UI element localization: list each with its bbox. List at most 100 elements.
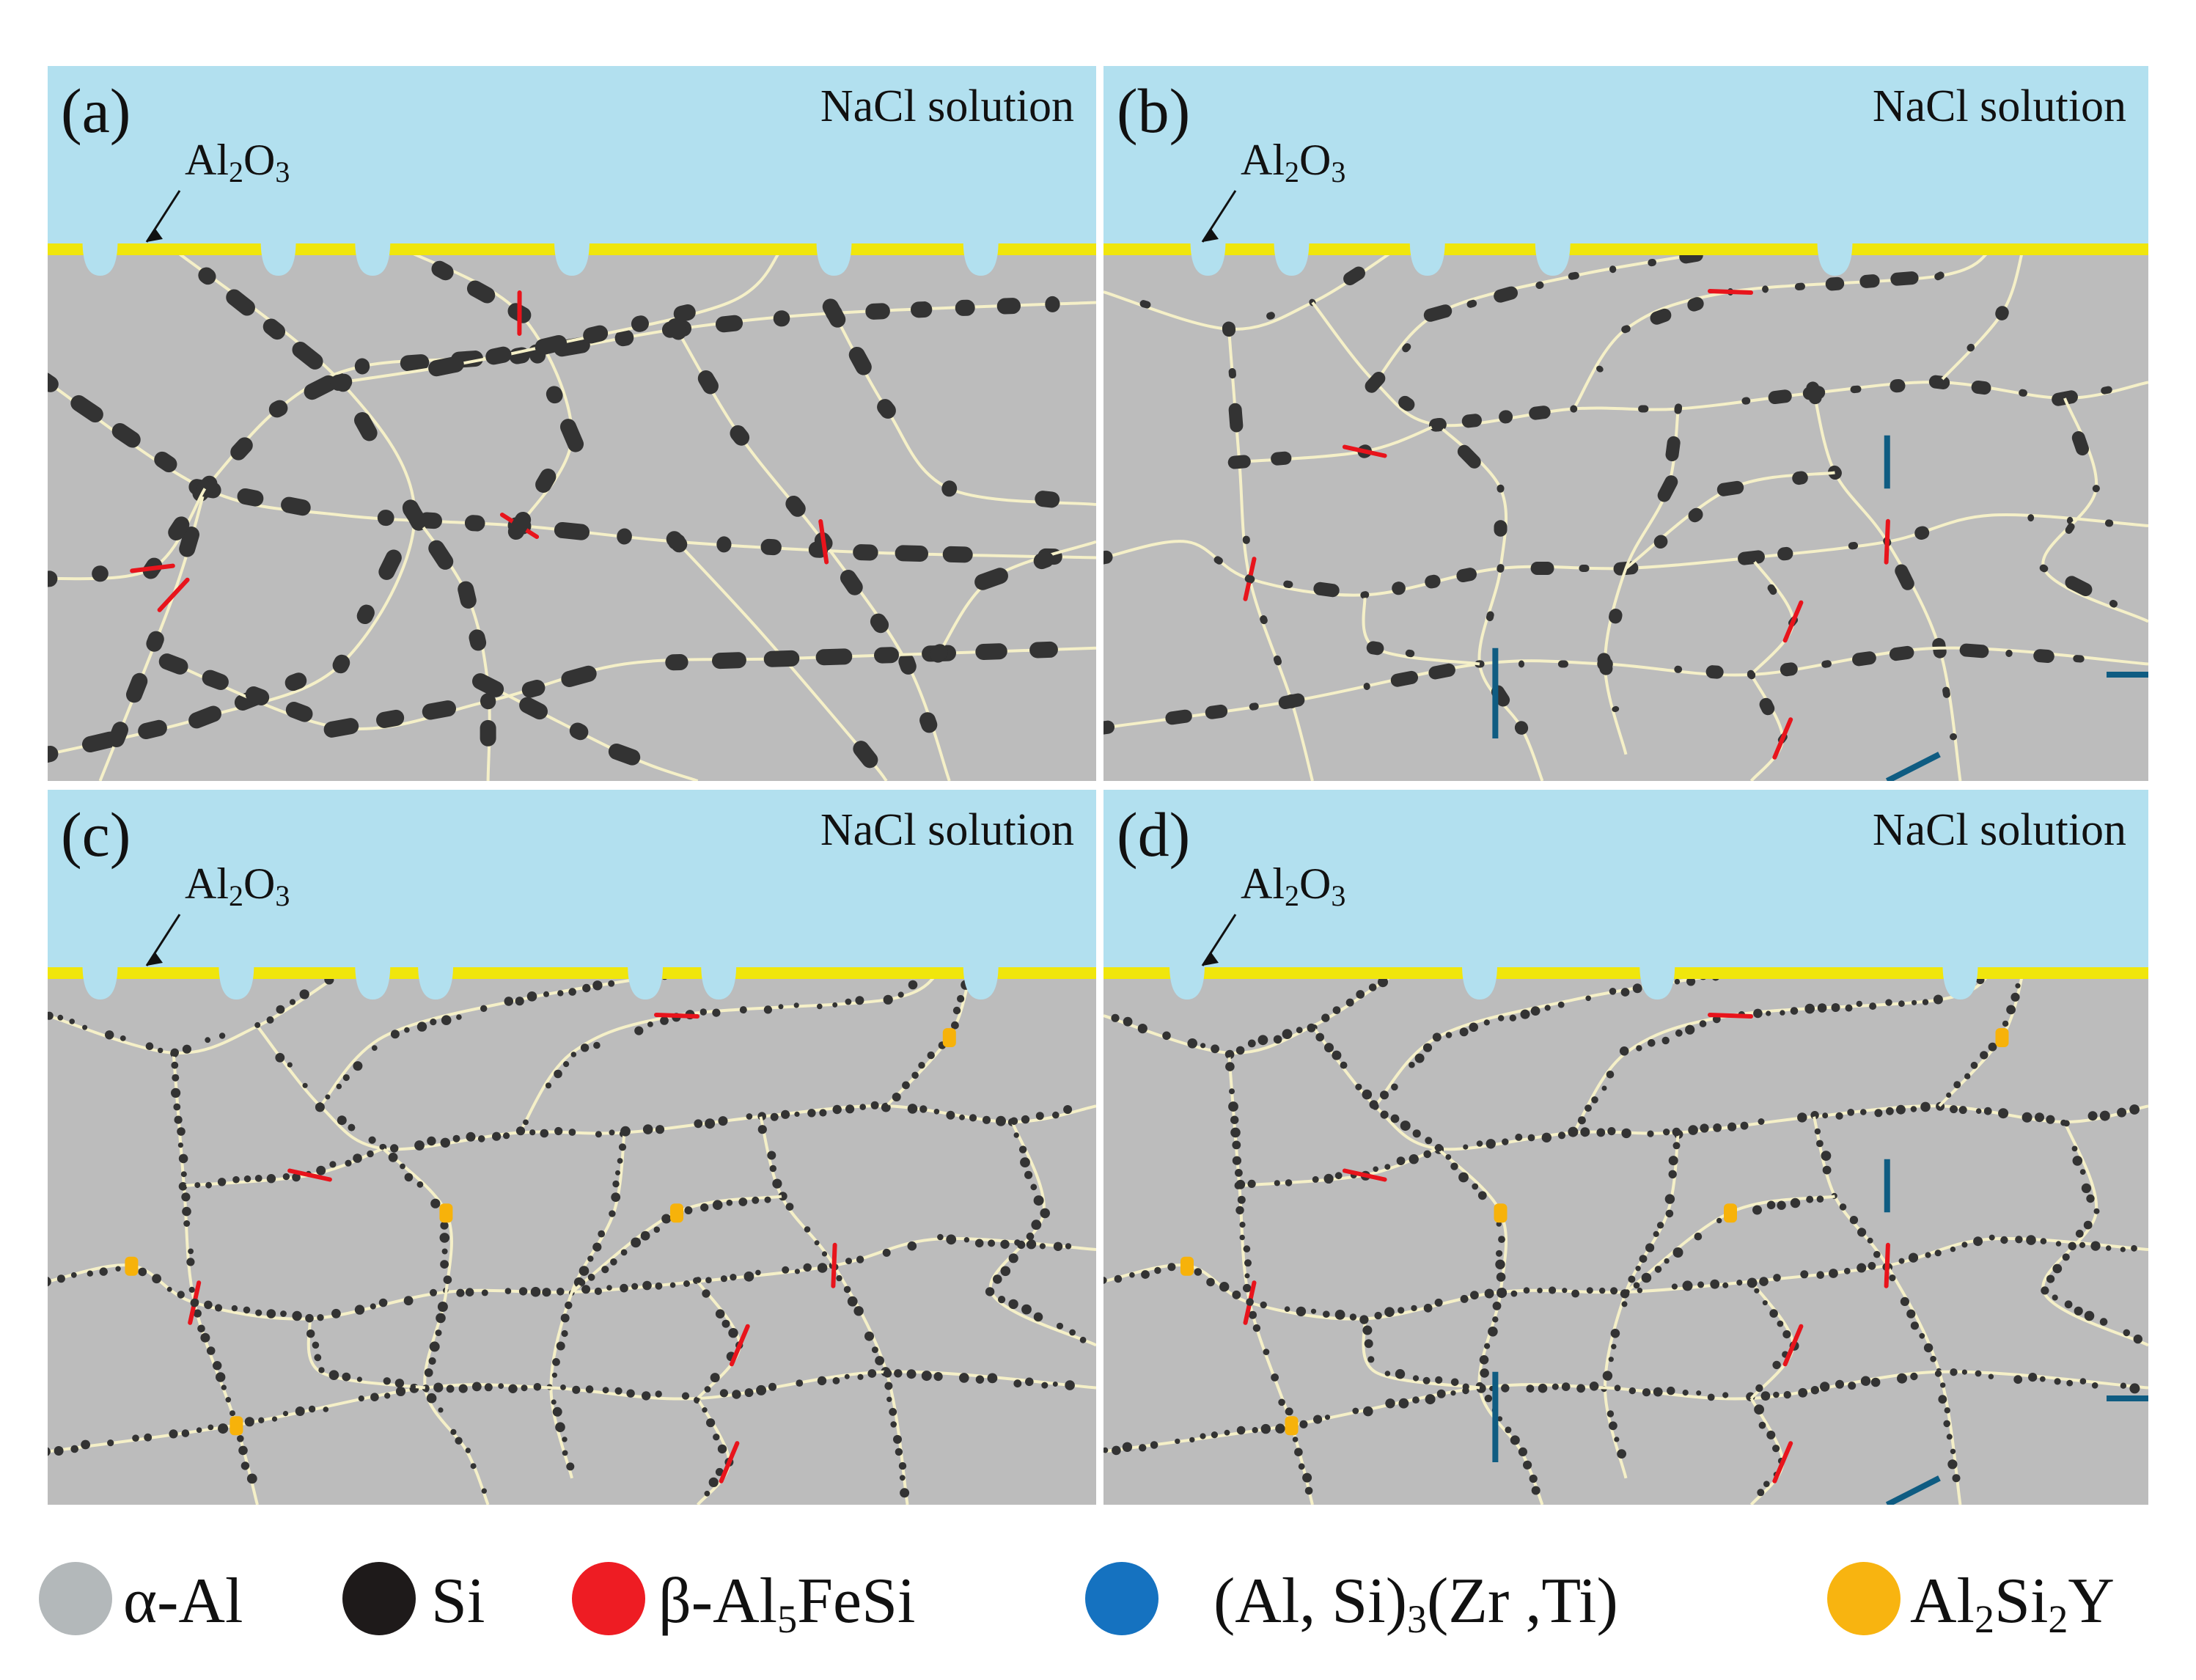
si-particle bbox=[485, 346, 512, 365]
si-particle bbox=[469, 629, 487, 651]
si-particle bbox=[572, 1385, 581, 1394]
si-particle bbox=[471, 1382, 482, 1392]
si-particle bbox=[132, 1434, 139, 1442]
si-particle bbox=[1694, 1232, 1703, 1241]
si-particle bbox=[1103, 1277, 1107, 1284]
grain-boundary bbox=[759, 1116, 909, 1505]
si-particle bbox=[323, 1406, 329, 1412]
si-particle bbox=[1065, 1243, 1072, 1250]
si-particle bbox=[214, 1304, 223, 1312]
si-particle bbox=[592, 1242, 602, 1252]
si-particle bbox=[1391, 1083, 1398, 1091]
si-particle bbox=[1959, 643, 1989, 659]
si-particle bbox=[1790, 1197, 1801, 1208]
si-particle bbox=[1232, 1290, 1241, 1299]
si-particle bbox=[1889, 1274, 1896, 1282]
si-particle bbox=[715, 1309, 725, 1318]
si-particle bbox=[197, 1324, 205, 1333]
si-particle bbox=[847, 1296, 858, 1307]
si-particle bbox=[243, 1306, 251, 1314]
si-particle bbox=[1235, 1179, 1246, 1189]
si-particle bbox=[182, 1044, 191, 1054]
si-particle bbox=[815, 648, 853, 666]
si-particle bbox=[1930, 1355, 1936, 1362]
legend-label-si: Si bbox=[431, 1566, 485, 1637]
si-particle bbox=[694, 1119, 703, 1129]
al2o3-part1: Al bbox=[185, 136, 229, 184]
si-particle bbox=[1271, 451, 1292, 466]
si-particle bbox=[755, 1269, 761, 1276]
si-particle bbox=[2002, 1020, 2009, 1027]
si-particle bbox=[666, 531, 688, 553]
si-particle bbox=[1526, 1384, 1535, 1393]
si-particle bbox=[1496, 1272, 1506, 1282]
si-particle bbox=[280, 1310, 287, 1317]
si-particle bbox=[1365, 371, 1386, 393]
si-particle bbox=[1856, 1000, 1862, 1008]
si-particle bbox=[1780, 662, 1798, 677]
si-particle bbox=[1112, 1445, 1121, 1456]
si-particle bbox=[870, 1101, 879, 1109]
si-particle bbox=[937, 1233, 944, 1241]
si-particle bbox=[1647, 1130, 1654, 1137]
si-particle bbox=[2055, 1241, 2062, 1247]
si-particle bbox=[1278, 1398, 1285, 1406]
si-particle bbox=[282, 1411, 289, 1417]
si-particle bbox=[1189, 1437, 1195, 1443]
al2o3-part2: O bbox=[243, 136, 275, 184]
si-particle bbox=[661, 1214, 672, 1224]
si-particle bbox=[441, 1015, 452, 1025]
grain-boundary bbox=[549, 1132, 626, 1479]
si-particle bbox=[1414, 1053, 1425, 1063]
si-particle bbox=[2046, 1115, 2055, 1124]
si-particle bbox=[1964, 1073, 1971, 1079]
si-particle bbox=[1768, 389, 1792, 405]
si-particle bbox=[481, 1289, 488, 1296]
si-particle bbox=[1980, 1051, 1988, 1060]
grain-boundary bbox=[1813, 1116, 1962, 1505]
si-particle bbox=[908, 980, 918, 990]
al2si2y-phase bbox=[670, 1203, 683, 1223]
si-particle bbox=[533, 1383, 542, 1391]
si-particle bbox=[653, 1226, 661, 1233]
si-particle bbox=[601, 1266, 609, 1274]
si-particle bbox=[1247, 1179, 1256, 1188]
al2si2y-phase bbox=[1995, 1028, 2009, 1047]
si-particle bbox=[170, 1048, 179, 1057]
si-particle bbox=[262, 318, 286, 340]
si-particle bbox=[1040, 1208, 1050, 1219]
si-particle bbox=[1434, 1298, 1443, 1307]
si-particle bbox=[1518, 660, 1525, 668]
si-particle bbox=[562, 1450, 568, 1456]
si-particle bbox=[612, 1180, 620, 1188]
si-particle bbox=[1537, 1288, 1543, 1294]
si-particle bbox=[390, 1144, 399, 1153]
si-particle bbox=[1129, 1272, 1135, 1278]
si-particle bbox=[702, 1407, 708, 1413]
si-particle bbox=[466, 280, 496, 304]
si-particle bbox=[111, 422, 141, 448]
si-particle bbox=[138, 719, 167, 739]
si-particle bbox=[439, 1233, 450, 1243]
si-particle bbox=[1103, 1447, 1109, 1453]
si-particle bbox=[281, 496, 311, 516]
si-particle bbox=[2015, 1236, 2023, 1244]
si-particle bbox=[115, 1266, 121, 1272]
si-particle bbox=[1384, 1371, 1391, 1376]
beta-al5fesi-phase bbox=[1708, 289, 1753, 295]
si-particle bbox=[1432, 1032, 1442, 1042]
si-particle bbox=[617, 1158, 623, 1164]
si-particle bbox=[404, 1027, 410, 1033]
si-particle bbox=[930, 644, 948, 663]
si-particle bbox=[902, 1081, 910, 1090]
beta-al5fesi-phase bbox=[719, 1441, 740, 1483]
si-particle bbox=[440, 1221, 449, 1230]
si-particle bbox=[282, 1173, 290, 1181]
si-particle bbox=[556, 1341, 565, 1351]
si-particle bbox=[480, 719, 496, 747]
si-particle bbox=[1122, 1442, 1133, 1453]
si-particle bbox=[2084, 1310, 2095, 1321]
si-particle bbox=[2064, 1300, 2073, 1309]
si-particle bbox=[568, 1129, 576, 1136]
si-particle bbox=[1026, 1239, 1037, 1250]
